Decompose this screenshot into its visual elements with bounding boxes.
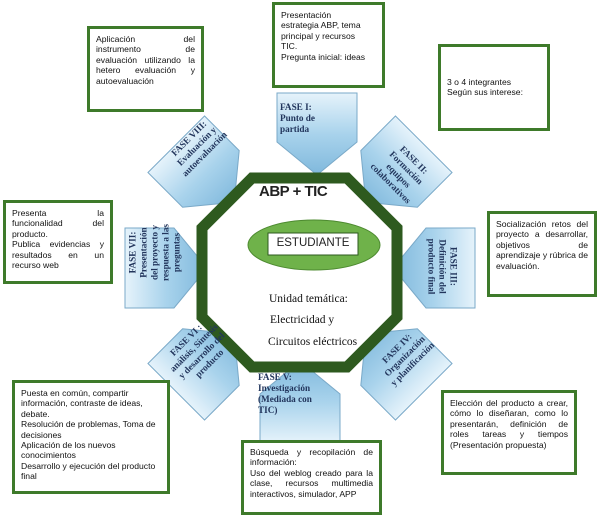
box-bottom-left-text: Puesta en común, compartir información, … bbox=[21, 388, 156, 482]
phase-shape-6 bbox=[147, 328, 240, 421]
center-text-line-2: Electricidad y bbox=[270, 314, 335, 326]
phase-label-3: FASE III: Definición del producto final bbox=[426, 238, 459, 295]
box-top-right-text: 3 o 4 integrantes Según sus interese: bbox=[447, 77, 523, 98]
box-bottom-right: Elección del producto a crear, cómo lo d… bbox=[441, 390, 577, 475]
phase-shape-7 bbox=[124, 227, 208, 309]
box-bottom-left: Puesta en común, compartir información, … bbox=[12, 380, 170, 494]
box-right-text: Socialización retos del proyecto a desar… bbox=[496, 219, 588, 271]
center-label: ESTUDIANTE bbox=[276, 237, 350, 249]
box-bottom-text: Búsqueda y recopilación de información: … bbox=[250, 447, 373, 499]
center-text-line-1: Unidad temática: bbox=[269, 293, 348, 305]
box-left-text: Presenta la funcionalidad del producto. … bbox=[12, 208, 104, 271]
box-top: Presentación estrategia ABP, tema princi… bbox=[272, 2, 385, 88]
phase-shape-3 bbox=[392, 227, 476, 309]
phase-shape-8 bbox=[147, 115, 240, 208]
phase-shape-1 bbox=[276, 92, 358, 176]
abp-tic-logo: ABP + TIC bbox=[259, 183, 328, 200]
phase-label-7: FASE VII: Presentación del proyecto y re… bbox=[127, 224, 182, 281]
box-left: Presenta la funcionalidad del producto. … bbox=[3, 200, 113, 284]
box-bottom-right-text: Elección del producto a crear, cómo lo d… bbox=[450, 398, 568, 450]
box-top-left-text: Aplicación del instrumento de evaluación… bbox=[96, 34, 195, 86]
phase-label-5: FASE V: Investigación (Mediada con TIC) bbox=[258, 372, 312, 415]
center-label-frame bbox=[267, 232, 359, 256]
box-right: Socialización retos del proyecto a desar… bbox=[487, 211, 597, 297]
phase-shape-2 bbox=[360, 115, 453, 208]
phase-shape-4 bbox=[360, 328, 453, 421]
center-text-line-3: Circuitos eléctricos bbox=[268, 336, 358, 348]
phase-shapes bbox=[124, 92, 476, 444]
box-bottom: Búsqueda y recopilación de información: … bbox=[241, 440, 382, 515]
box-top-left: Aplicación del instrumento de evaluación… bbox=[87, 26, 204, 112]
box-top-text: Presentación estrategia ABP, tema princi… bbox=[281, 10, 366, 62]
box-top-right: 3 o 4 integrantes Según sus interese: bbox=[438, 44, 550, 131]
phase-label-1: FASE I: Punto de partida bbox=[280, 102, 315, 134]
